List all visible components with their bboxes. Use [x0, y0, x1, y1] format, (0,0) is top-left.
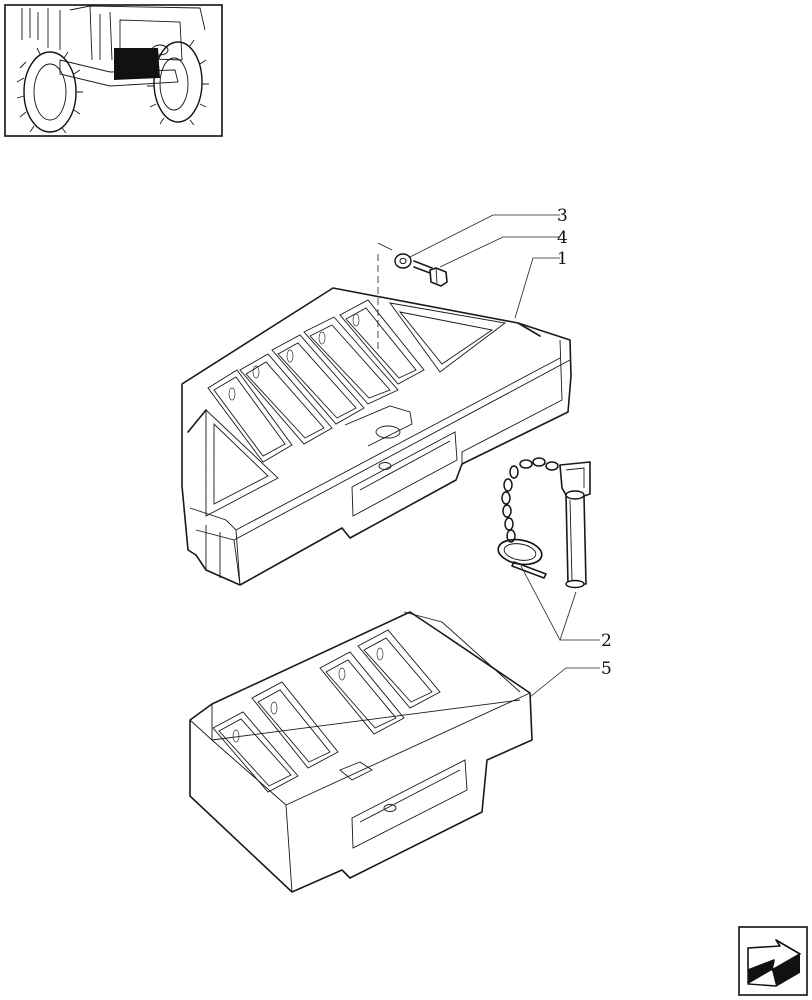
front-weight-support[interactable]	[181, 242, 572, 586]
tractor-thumbnail[interactable]	[4, 4, 223, 137]
weight-pockets-lower	[212, 629, 441, 793]
callout-number-2: 2	[601, 631, 612, 651]
lynch-pin-with-chain[interactable]	[496, 457, 591, 589]
chain	[501, 457, 559, 543]
next-page-arrow-icon	[747, 939, 801, 987]
front-ballast-weight[interactable]	[189, 611, 533, 893]
washer[interactable]	[394, 253, 412, 269]
callout-number-1: 1	[557, 249, 568, 269]
next-page-button[interactable]	[738, 926, 808, 996]
bolt[interactable]	[413, 260, 448, 287]
callout-number-4: 4	[557, 228, 568, 248]
weight-pockets-upper	[207, 299, 425, 463]
tractor-front-view-icon	[16, 5, 209, 134]
callout-number-3: 3	[557, 206, 568, 226]
callout-number-5: 5	[601, 659, 612, 679]
